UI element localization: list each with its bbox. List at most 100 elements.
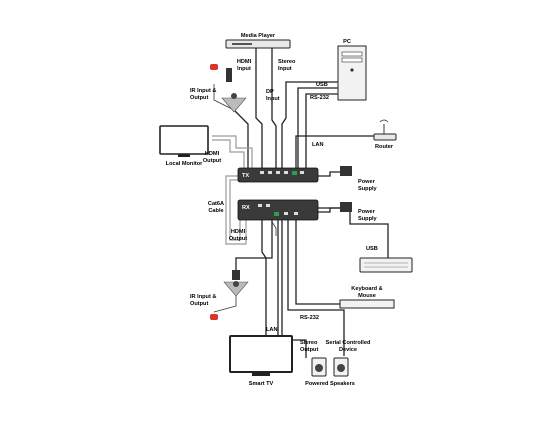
ir-bottom-label-1: IR Input & bbox=[190, 294, 216, 300]
dp-input-cable bbox=[281, 81, 340, 168]
power-supply-top: Power Supply bbox=[340, 166, 378, 192]
serial-device-label-2: Device bbox=[339, 347, 357, 353]
dp-input-label-2: Input bbox=[266, 96, 280, 102]
hdmi-input-label-1: HDMI bbox=[237, 59, 252, 65]
hdmi-output-bottom-label-2: Output bbox=[229, 236, 247, 242]
tx-port-2 bbox=[268, 171, 272, 174]
ir-top-sensor bbox=[231, 93, 237, 99]
ir-bottom-sensor bbox=[233, 281, 239, 287]
keyboard-body bbox=[359, 257, 413, 273]
media-player: Media Player bbox=[225, 33, 291, 49]
ir-top-remote bbox=[226, 68, 232, 82]
usb-top-cable bbox=[297, 87, 340, 168]
usb-top-label: USB bbox=[316, 82, 328, 88]
usb-bottom-cable bbox=[312, 207, 389, 258]
cable-label-2: Cable bbox=[208, 208, 223, 214]
ir-bottom-group bbox=[210, 270, 249, 320]
rs232-top-label: RS-232 bbox=[310, 95, 329, 101]
local-monitor-screen bbox=[159, 125, 209, 155]
keyboard bbox=[359, 257, 413, 273]
ir-top-red-emitter bbox=[210, 64, 218, 70]
rx-port-2 bbox=[266, 204, 270, 207]
media-player-label: Media Player bbox=[241, 33, 276, 39]
hdmi-output-top-label-1: HDMI bbox=[205, 151, 220, 157]
keyboard-mouse-label-1: Keyboard & bbox=[351, 286, 382, 292]
smart-tv-stand bbox=[252, 372, 270, 376]
ir-top-label-1: IR Input & bbox=[190, 88, 216, 94]
powered-speakers: Powered Speakers bbox=[305, 357, 355, 387]
local-monitor-stand bbox=[178, 154, 190, 157]
ir-top-receiver-cone bbox=[221, 97, 247, 113]
rs232-bottom-cable bbox=[287, 220, 345, 356]
stereo-input-label-2: Input bbox=[278, 66, 292, 72]
power-supply-top-label-1: Power bbox=[358, 179, 376, 185]
local-monitor-hdmi-cable bbox=[212, 135, 253, 168]
hdmi-input-cable bbox=[255, 48, 263, 168]
power-top-cable bbox=[318, 171, 340, 177]
lan-top-label: LAN bbox=[312, 142, 324, 148]
stereo-output-label-1: Stereo bbox=[300, 340, 318, 346]
media-player-body bbox=[225, 39, 291, 49]
tx-port bbox=[260, 171, 264, 174]
serial-device-label-1: Serial Controlled bbox=[326, 340, 371, 346]
speaker-right-cone bbox=[337, 364, 345, 372]
tx-terminal-block bbox=[292, 171, 297, 175]
smart-tv: Smart TV bbox=[229, 335, 293, 387]
speaker-left-cone bbox=[315, 364, 323, 372]
usb-bottom-label: USB bbox=[366, 246, 378, 252]
ir-bottom-cable bbox=[235, 220, 273, 280]
hdmi-output-bottom-cable bbox=[261, 220, 267, 336]
power-supply-top-adapter bbox=[340, 166, 352, 176]
router-wifi-icon bbox=[379, 119, 389, 123]
ir-top-group bbox=[210, 64, 247, 113]
smart-tv-screen bbox=[229, 335, 293, 373]
router: Router bbox=[373, 119, 397, 150]
ir-bottom-red-emitter bbox=[210, 314, 218, 320]
ir-top-cable bbox=[233, 109, 249, 168]
lan-top-cable bbox=[295, 135, 380, 168]
rx-port bbox=[258, 204, 262, 207]
router-label: Router bbox=[375, 144, 394, 150]
power-supply-top-label-2: Supply bbox=[358, 186, 378, 192]
rx-unit: RX bbox=[237, 199, 319, 221]
hdmi-output-top-label-2: Output bbox=[203, 158, 221, 164]
media-player-slot bbox=[232, 43, 252, 45]
cat6a-cable-2 bbox=[225, 175, 247, 245]
power-supply-bottom-label-2: Supply bbox=[358, 216, 378, 222]
rx-port-4 bbox=[294, 212, 298, 215]
power-supply-bottom: Power Supply bbox=[340, 202, 378, 222]
ir-bottom-lead bbox=[213, 296, 237, 313]
power-supply-bottom-label-1: Power bbox=[358, 209, 376, 215]
powered-speakers-label: Powered Speakers bbox=[305, 381, 355, 387]
tx-port-4 bbox=[284, 171, 288, 174]
tx-port-5 bbox=[300, 171, 304, 174]
router-body bbox=[373, 133, 397, 141]
lan-bottom-label: LAN bbox=[266, 327, 278, 333]
hdmi-input-label-2: Input bbox=[237, 66, 251, 72]
pc: PC bbox=[337, 39, 367, 101]
keyboard-mouse-body bbox=[339, 299, 395, 309]
tx-unit: TX bbox=[237, 167, 319, 183]
local-monitor-label: Local Monitor bbox=[166, 161, 203, 167]
power-supply-bottom-adapter bbox=[340, 202, 352, 212]
ir-bottom-label-2: Output bbox=[190, 301, 208, 307]
tx-body bbox=[237, 167, 319, 183]
keyboard-mouse: Keyboard & Mouse bbox=[339, 286, 395, 309]
cables bbox=[212, 48, 389, 358]
stereo-output-label-2: Output bbox=[300, 347, 318, 353]
rx-label: RX bbox=[242, 205, 250, 211]
rs232-bottom-label: RS-232 bbox=[300, 315, 319, 321]
tx-port-3 bbox=[276, 171, 280, 174]
ir-top-lead bbox=[213, 84, 235, 111]
ir-bottom-remote bbox=[232, 270, 240, 280]
ir-top-label-2: Output bbox=[190, 95, 208, 101]
pc-label: PC bbox=[343, 39, 351, 45]
stereo-input-label-1: Stereo bbox=[278, 59, 296, 65]
rx-terminal-block bbox=[274, 212, 279, 216]
cat6a-cable bbox=[229, 179, 241, 241]
local-monitor: Local Monitor bbox=[159, 125, 209, 167]
pc-drive-bay bbox=[341, 51, 363, 57]
smart-tv-label: Smart TV bbox=[249, 381, 274, 387]
stereo-input-cable bbox=[271, 48, 277, 168]
